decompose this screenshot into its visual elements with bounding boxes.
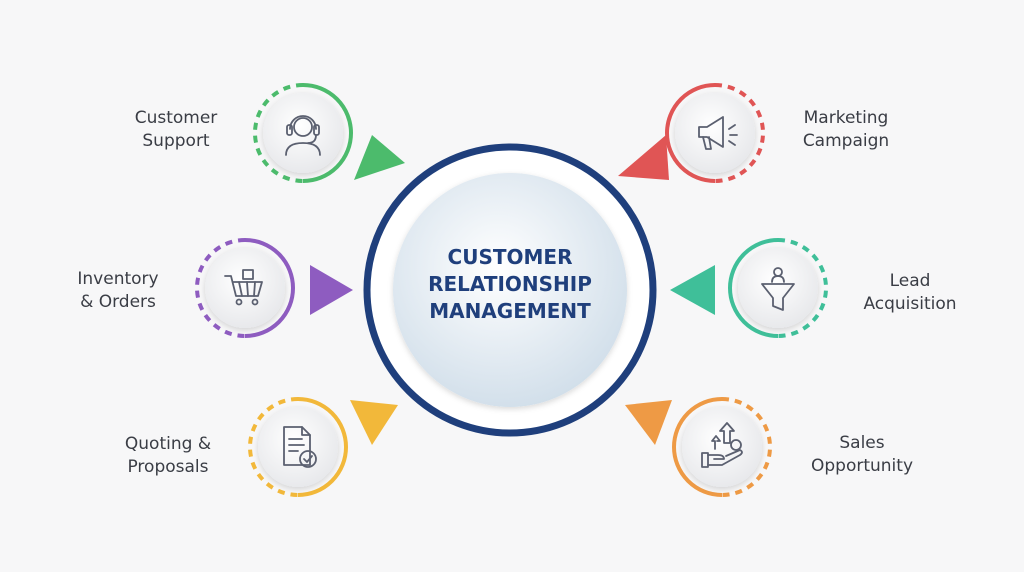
- node-ring-solid: [728, 238, 779, 338]
- node-inventory-orders: [195, 238, 295, 338]
- megaphone-icon: [698, 116, 738, 150]
- node-disc: [263, 93, 343, 173]
- headset-person-icon: [285, 115, 321, 156]
- node-lead-acquisition: [728, 238, 828, 338]
- shopping-cart-icon: [224, 269, 263, 306]
- arrow-lead-acquisition: [670, 265, 715, 315]
- center-disc: [393, 173, 627, 407]
- node-disc: [258, 407, 338, 487]
- arrow-sales-opportunity: [625, 400, 672, 445]
- arrow-marketing-campaign: [618, 135, 669, 180]
- funnel-person-icon: [761, 267, 795, 311]
- node-sales-opportunity: [672, 397, 772, 497]
- node-ring-solid: [297, 397, 348, 497]
- hand-growth-icon: [701, 422, 743, 468]
- node-disc: [675, 93, 755, 173]
- center-title: CUSTOMER RELATIONSHIP MANAGEMENT: [428, 245, 592, 323]
- arrow-customer-support: [354, 135, 405, 180]
- node-customer-support: [253, 83, 353, 183]
- node-ring-solid: [665, 83, 716, 183]
- node-disc: [205, 248, 285, 328]
- node-quoting-proposals: [248, 397, 348, 497]
- node-marketing-campaign: [665, 83, 765, 183]
- label-inventory-orders: Inventory& Orders: [77, 269, 159, 312]
- arrow-quoting-proposals: [350, 400, 398, 445]
- node-ring-solid: [244, 238, 295, 338]
- node-ring-solid: [302, 83, 353, 183]
- node-disc: [738, 248, 818, 328]
- node-disc: [682, 407, 762, 487]
- label-quoting-proposals: Quoting &Proposals: [124, 434, 212, 477]
- document-check-icon: [283, 426, 317, 468]
- node-ring-solid: [672, 397, 723, 497]
- arrow-inventory-orders: [310, 265, 353, 315]
